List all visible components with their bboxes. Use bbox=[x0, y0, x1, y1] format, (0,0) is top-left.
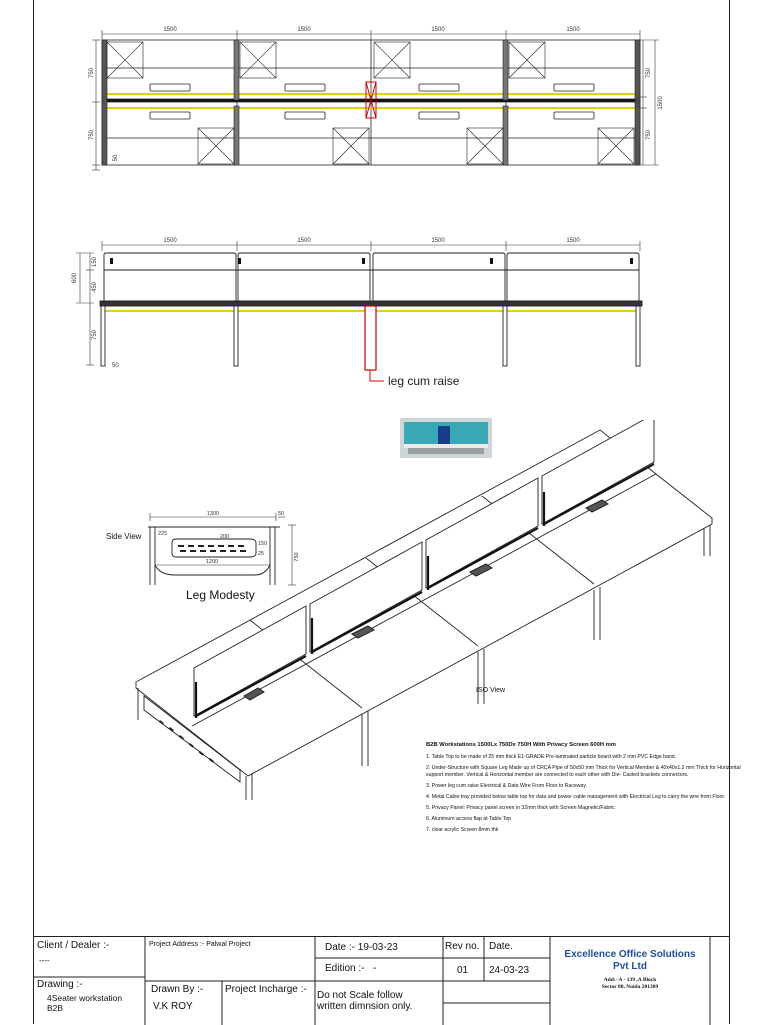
title-block-grid bbox=[33, 937, 711, 1025]
render-thumbnail bbox=[400, 418, 492, 458]
scale-note-2: written dimnsion only. bbox=[317, 1001, 413, 1012]
side-dim-top: 1300 bbox=[207, 511, 219, 517]
client-value: ---- bbox=[39, 956, 50, 965]
iso-view-label: ISO View bbox=[476, 687, 506, 694]
side-dim-right-top: 50 bbox=[278, 511, 284, 517]
front-left-dim-3: 450 bbox=[92, 281, 98, 292]
spec-item-4: 4. Metal Cable tray provided below table… bbox=[426, 794, 726, 800]
side-dim-cut-left: 225 bbox=[158, 531, 167, 537]
client-label: Client / Dealer :- bbox=[37, 940, 110, 951]
drawn-by-value: V.K ROY bbox=[153, 1001, 193, 1012]
side-view-title: Side View bbox=[106, 532, 142, 541]
side-dim-cut-mid: 200 bbox=[220, 534, 229, 540]
front-dim-1: 1500 bbox=[163, 238, 177, 244]
rev-date-label: Date. bbox=[489, 941, 513, 952]
top-left-dim-3: 50 bbox=[113, 154, 119, 161]
front-dim-3: 1500 bbox=[431, 238, 445, 244]
project-incharge-label: Project Incharge :- bbox=[225, 984, 307, 995]
project-address: Project Address :- Palwal Project bbox=[149, 941, 251, 948]
rev-value: 01 bbox=[457, 965, 469, 976]
top-view: 1500 1500 1500 1500 750 750 50 750 100 7… bbox=[89, 27, 664, 171]
front-left-dim-2: 150 bbox=[92, 256, 98, 267]
drawing-value-1: 4Seater workstation bbox=[47, 993, 123, 1003]
top-right-dim-3: 750 bbox=[646, 129, 652, 140]
spec-item-7: 7. clear acrylic Screen 8mm thk bbox=[426, 827, 499, 833]
date-label: Date :- 19-03-23 bbox=[325, 942, 398, 953]
rev-label: Rev no. bbox=[445, 941, 480, 952]
rev-date-value: 24-03-23 bbox=[489, 965, 530, 976]
top-left-dim-2: 750 bbox=[89, 129, 95, 140]
iso-view bbox=[135, 420, 713, 800]
side-dim-height: 750 bbox=[294, 552, 300, 561]
top-overall-dim: 1500 bbox=[658, 96, 664, 110]
front-dim-4: 1500 bbox=[566, 238, 580, 244]
top-dim-3: 1500 bbox=[431, 27, 445, 33]
front-foot-dim: 50 bbox=[112, 363, 119, 369]
spec-item-3: 3. Power leg cum raise Electrical & Data… bbox=[426, 783, 588, 789]
spec-notes: B2B Workstations 1500Lx 750Dx 750H With … bbox=[426, 742, 756, 838]
edition-value: - bbox=[373, 963, 377, 974]
top-dim-1: 1500 bbox=[163, 27, 177, 33]
spec-item-5: 5. Privacy Panel: Privacy panel screen i… bbox=[426, 805, 615, 811]
company-name-2: Pvt Ltd bbox=[613, 961, 647, 972]
drawing-frame bbox=[33, 0, 730, 1024]
side-view: 1300 50 225 200 150 25 1200 750 bbox=[148, 511, 300, 586]
top-right-dim-1: 750 bbox=[646, 67, 652, 78]
company-address-1: Add:- A - 139 ,A Block bbox=[603, 977, 657, 983]
leg-modesty-caption: Leg Modesty bbox=[186, 588, 255, 602]
top-dim-2: 1500 bbox=[297, 27, 311, 33]
spec-item-2: 2. Under-Structure with Square Leg Made … bbox=[426, 765, 741, 778]
spec-item-1: 1. Table Top to be made of 25 mm thick E… bbox=[426, 754, 677, 760]
company-address-2: Sector 80, Noida 201309 bbox=[601, 984, 659, 990]
spec-title: B2B Workstations 1500Lx 750Dx 750H With … bbox=[426, 742, 616, 748]
front-dim-2: 1500 bbox=[297, 238, 311, 244]
drawing-value-2: B2B bbox=[47, 1003, 64, 1013]
front-left-dim-1: 600 bbox=[72, 272, 78, 283]
top-left-dim-1: 750 bbox=[89, 67, 95, 78]
leg-cum-raise-callout: leg cum raise bbox=[388, 374, 460, 388]
drawing-label: Drawing :- bbox=[37, 979, 83, 990]
drawn-by-label: Drawn By :- bbox=[151, 984, 204, 995]
top-right-dim-2: 100 bbox=[636, 97, 642, 108]
front-left-dim-4: 750 bbox=[92, 329, 98, 340]
top-dim-4: 1500 bbox=[566, 27, 580, 33]
scale-note-1: Do not Scale follow bbox=[317, 990, 403, 1001]
title-block: Client / Dealer :- ---- Project Address … bbox=[33, 936, 730, 1025]
side-dim-cut-tiny: 25 bbox=[258, 551, 264, 557]
front-view: 1500 1500 1500 1500 600 150 450 750 50 l… bbox=[72, 238, 643, 388]
company-name-1: Excellence Office Solutions bbox=[564, 949, 696, 960]
edition-label: Edition :- bbox=[325, 963, 365, 974]
side-dim-inner: 1200 bbox=[206, 559, 218, 565]
spec-item-6: 6. Aluminum access flap at Table Top bbox=[426, 816, 512, 822]
side-dim-cut-small: 150 bbox=[258, 541, 267, 547]
